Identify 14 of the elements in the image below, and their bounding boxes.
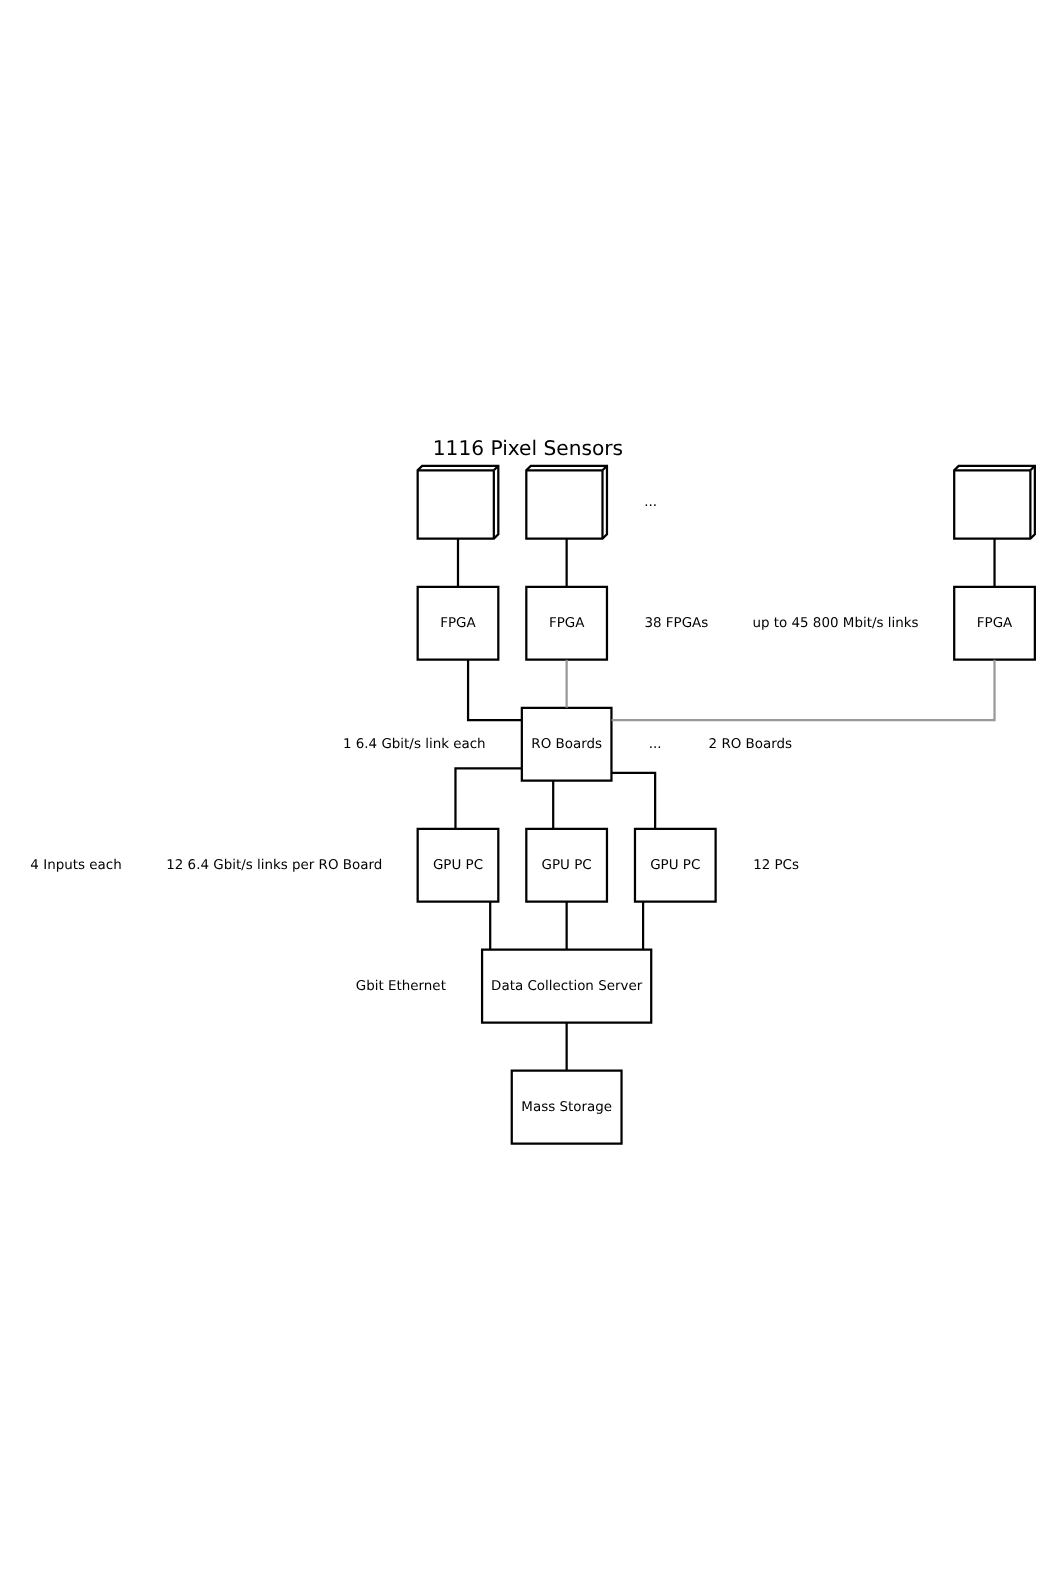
- connector: [993, 537, 996, 586]
- connector: [489, 900, 492, 949]
- connector: [552, 779, 555, 828]
- diagram-title: 1116 Pixel Sensors: [432, 438, 624, 461]
- connector: [641, 900, 645, 949]
- connector: [565, 1021, 568, 1070]
- connector: [565, 900, 568, 949]
- connector: [565, 658, 568, 707]
- connector: [466, 658, 522, 721]
- connector: [565, 537, 568, 586]
- connector: [456, 537, 460, 586]
- connector: [611, 658, 996, 721]
- connector: [611, 770, 657, 828]
- connector: [454, 766, 522, 828]
